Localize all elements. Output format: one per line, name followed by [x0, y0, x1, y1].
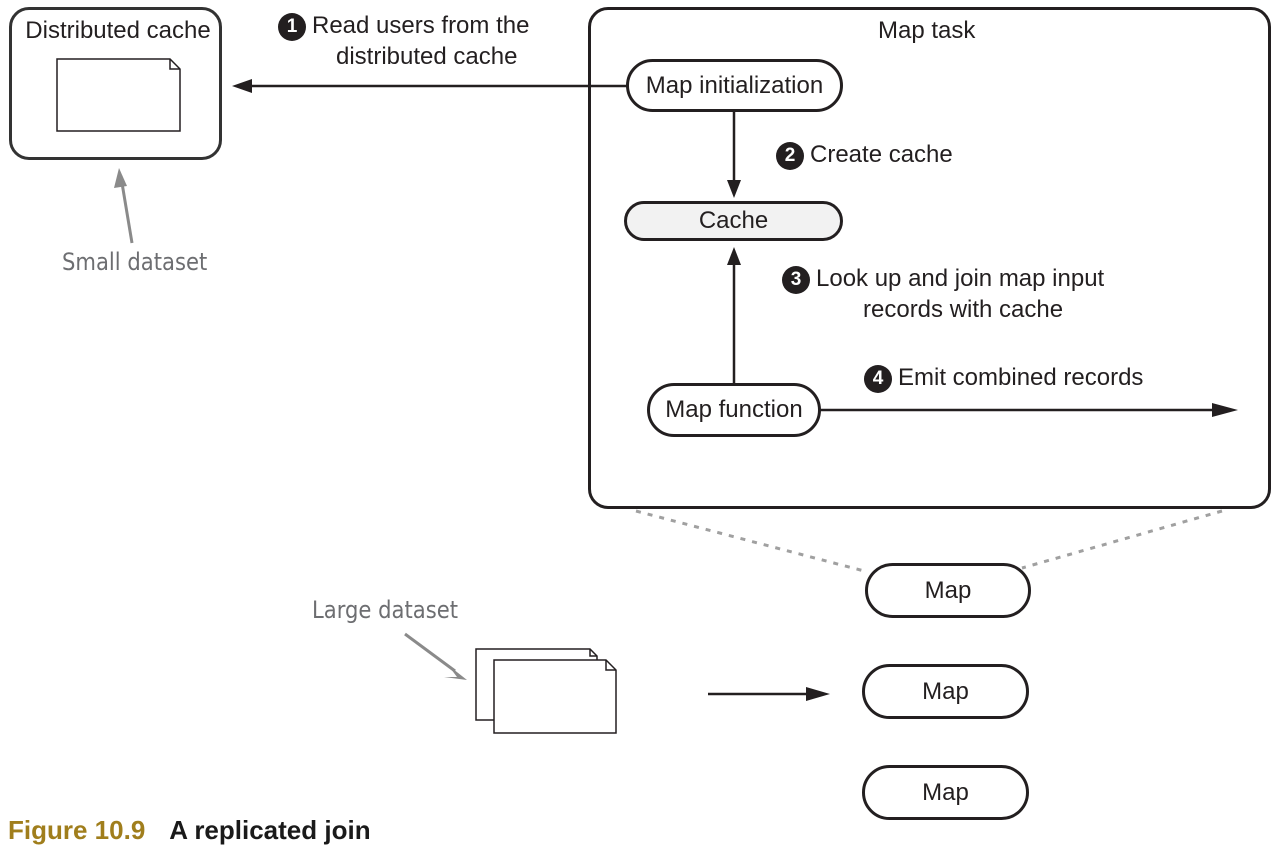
figure-caption: Figure 10.9 A replicated join: [8, 815, 371, 846]
map-node-1: Map: [865, 563, 1031, 618]
small-dataset-annotation: Small dataset: [62, 248, 208, 276]
map-initialization-node: Map initialization: [626, 59, 843, 112]
step-2-badge: 2: [776, 141, 804, 170]
large-dataset-annotation: Large dataset: [312, 596, 458, 624]
step-2-line1: Create cache: [810, 141, 953, 168]
stacked-documents-icon: [475, 648, 617, 734]
small-dataset-pointer: [120, 182, 134, 244]
zoom-line-left: [635, 509, 869, 574]
figure-number: Figure 10.9: [8, 815, 146, 845]
large-dataset-pointer: [404, 632, 456, 673]
figure-title: A replicated join: [169, 815, 371, 845]
step-1-line2: distributed cache: [336, 43, 518, 70]
step-1-badge: 1: [278, 12, 306, 41]
step-4-badge: 4: [864, 364, 892, 393]
map-task-title: Map task: [878, 17, 976, 44]
map-node-3: Map: [862, 765, 1029, 820]
step-3-line1: Look up and join map input: [816, 265, 1105, 292]
zoom-line-right: [1021, 509, 1223, 570]
document-icon: [56, 58, 181, 132]
map-node-2: Map: [862, 664, 1029, 719]
step-4-line1: Emit combined records: [898, 364, 1144, 391]
cache-node: Cache: [624, 201, 843, 241]
distributed-cache-title: Distributed cache: [25, 17, 211, 44]
step-1-line1: Read users from the: [312, 12, 530, 39]
step-3-line2: records with cache: [863, 296, 1064, 323]
map-function-node: Map function: [647, 383, 821, 437]
step-3-badge: 3: [782, 265, 810, 294]
